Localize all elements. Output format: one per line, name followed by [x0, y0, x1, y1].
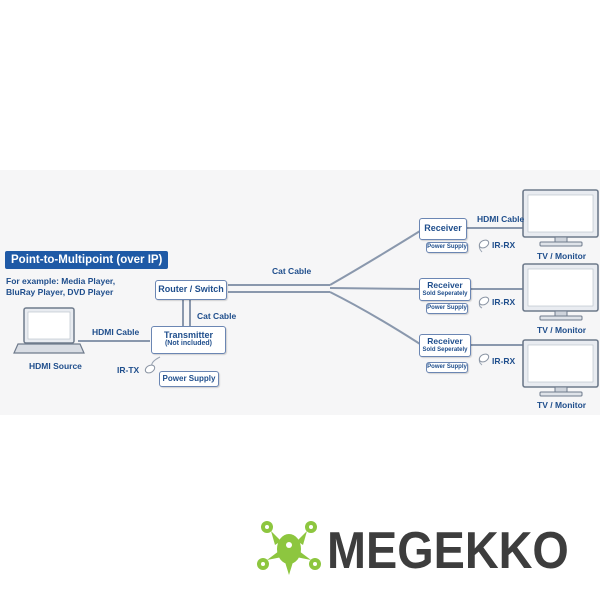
- receiver-box-3: Receiver Sold Seperately: [419, 334, 471, 357]
- power-supply-tx: Power Supply: [159, 371, 219, 387]
- receiver-power-2: Power Supply: [426, 303, 468, 314]
- example-text: For example: Media Player, BluRay Player…: [6, 276, 116, 297]
- diagram-title: Point-to-Multipoint (over IP): [5, 251, 169, 269]
- receiver-box-2: Receiver Sold Seperately: [419, 278, 471, 301]
- transmitter-label: Transmitter: [163, 330, 214, 340]
- laptop-icon: [13, 307, 85, 354]
- hdmi-cable-label: HDMI Cable: [92, 327, 140, 337]
- receiver-label-1: Receiver: [424, 223, 462, 233]
- ir-tx-label: IR-TX: [117, 365, 140, 375]
- monitor-icon-3: [522, 339, 599, 397]
- megekko-logo-icon: [257, 521, 321, 575]
- ir-tx-icon: [144, 364, 156, 374]
- receiver-box-1: Receiver: [419, 218, 467, 240]
- ir-rx-label-1: IR-RX: [492, 240, 516, 250]
- display-label-1: TV / Monitor: [537, 251, 587, 261]
- hdmi-source-label: HDMI Source: [29, 361, 82, 371]
- ir-rx-label-2: IR-RX: [492, 297, 516, 307]
- transmitter-box: Transmitter (Not included): [151, 326, 226, 354]
- ir-rx-label-3: IR-RX: [492, 356, 516, 366]
- display-label-3: TV / Monitor: [537, 400, 587, 410]
- display-label-2: TV / Monitor: [537, 325, 587, 335]
- receiver-power-3: Power Supply: [426, 362, 468, 373]
- monitor-icon-2: [522, 263, 599, 321]
- receiver-note-2: Sold Seperately: [422, 291, 468, 297]
- receiver-label-2: Receiver: [427, 280, 463, 290]
- cat-cable-top-label: Cat Cable: [272, 266, 312, 276]
- monitor-icon-1: [522, 189, 599, 247]
- hdmi-cable-right-label: HDMI Cable: [477, 214, 525, 224]
- receiver-note-3: Sold Seperately: [422, 347, 468, 353]
- router-box: Router / Switch: [155, 280, 227, 300]
- receiver-power-1: Power Supply: [426, 242, 468, 253]
- brand-name: MEGEKKO: [327, 522, 569, 580]
- cat-cable-vertical-label: Cat Cable: [197, 311, 237, 321]
- receiver-label-3: Receiver: [427, 336, 463, 346]
- transmitter-note: (Not included): [164, 340, 213, 347]
